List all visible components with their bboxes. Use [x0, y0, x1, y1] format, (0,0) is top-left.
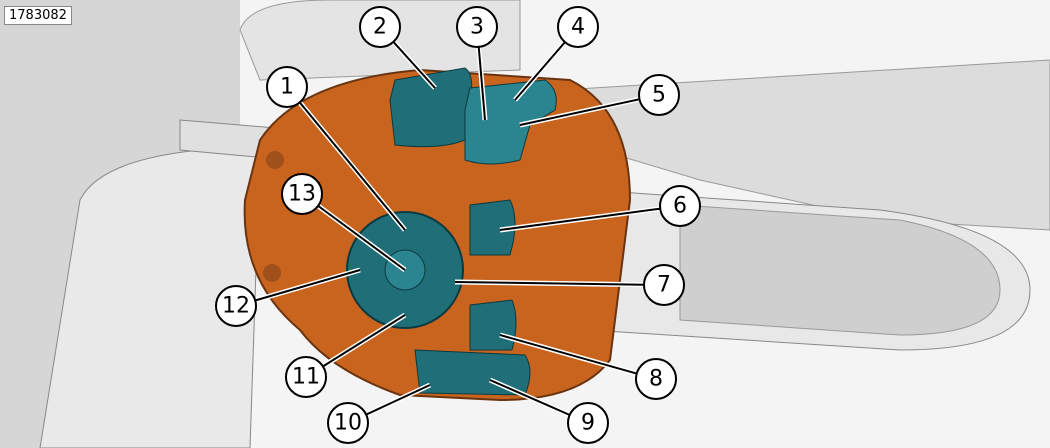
- callout-7: 7: [454, 264, 685, 306]
- callout-number: 10: [334, 411, 362, 436]
- callout-6: 6: [499, 185, 701, 233]
- callout-circle: [215, 285, 257, 327]
- callout-number: 1: [280, 75, 294, 100]
- callout-circle: [643, 264, 685, 306]
- callout-number: 4: [571, 15, 585, 40]
- grip-knurled: [679, 204, 1001, 336]
- callout-12: 12: [215, 267, 361, 327]
- callout-1: 1: [266, 66, 407, 232]
- cruise-button: [464, 79, 557, 165]
- callout-number: 7: [657, 273, 671, 298]
- leader-line: [499, 205, 681, 231]
- callout-circle: [281, 173, 323, 215]
- callout-number: 6: [673, 194, 687, 219]
- callout-13: 13: [281, 173, 407, 273]
- screw: [263, 264, 281, 282]
- button-8: [469, 299, 517, 351]
- callout-circle: [456, 6, 498, 48]
- callout-2: 2: [359, 6, 437, 90]
- leader-line: [301, 193, 406, 271]
- callout-number: 2: [373, 15, 387, 40]
- figure-id: 1783082: [4, 6, 72, 25]
- callout-10: 10: [327, 382, 432, 444]
- leader-line: [235, 269, 361, 307]
- callout-number: 3: [470, 15, 484, 40]
- callout-circle: [359, 6, 401, 48]
- callout-number: 12: [222, 294, 250, 319]
- leader-line: [499, 334, 657, 380]
- callout-circle: [285, 356, 327, 398]
- callout-number: 9: [581, 411, 595, 436]
- leader-line: [454, 281, 665, 286]
- callout-9: 9: [488, 377, 609, 444]
- callout-circle: [327, 402, 369, 444]
- callout-8: 8: [499, 332, 677, 400]
- callout-4: 4: [513, 6, 599, 102]
- callout-5: 5: [519, 74, 680, 128]
- leader-line: [286, 86, 406, 231]
- callout-number: 13: [288, 182, 316, 207]
- callout-3: 3: [456, 6, 498, 121]
- callout-circle: [659, 185, 701, 227]
- callout-circle: [266, 66, 308, 108]
- callout-circle: [638, 74, 680, 116]
- screw: [266, 151, 284, 169]
- callout-11: 11: [285, 312, 407, 398]
- leader-line: [519, 94, 660, 126]
- callout-number: 8: [649, 367, 663, 392]
- callout-circle: [567, 402, 609, 444]
- callout-circle: [557, 6, 599, 48]
- callout-number: 5: [652, 83, 666, 108]
- callout-circle: [635, 358, 677, 400]
- callout-number: 11: [292, 365, 320, 390]
